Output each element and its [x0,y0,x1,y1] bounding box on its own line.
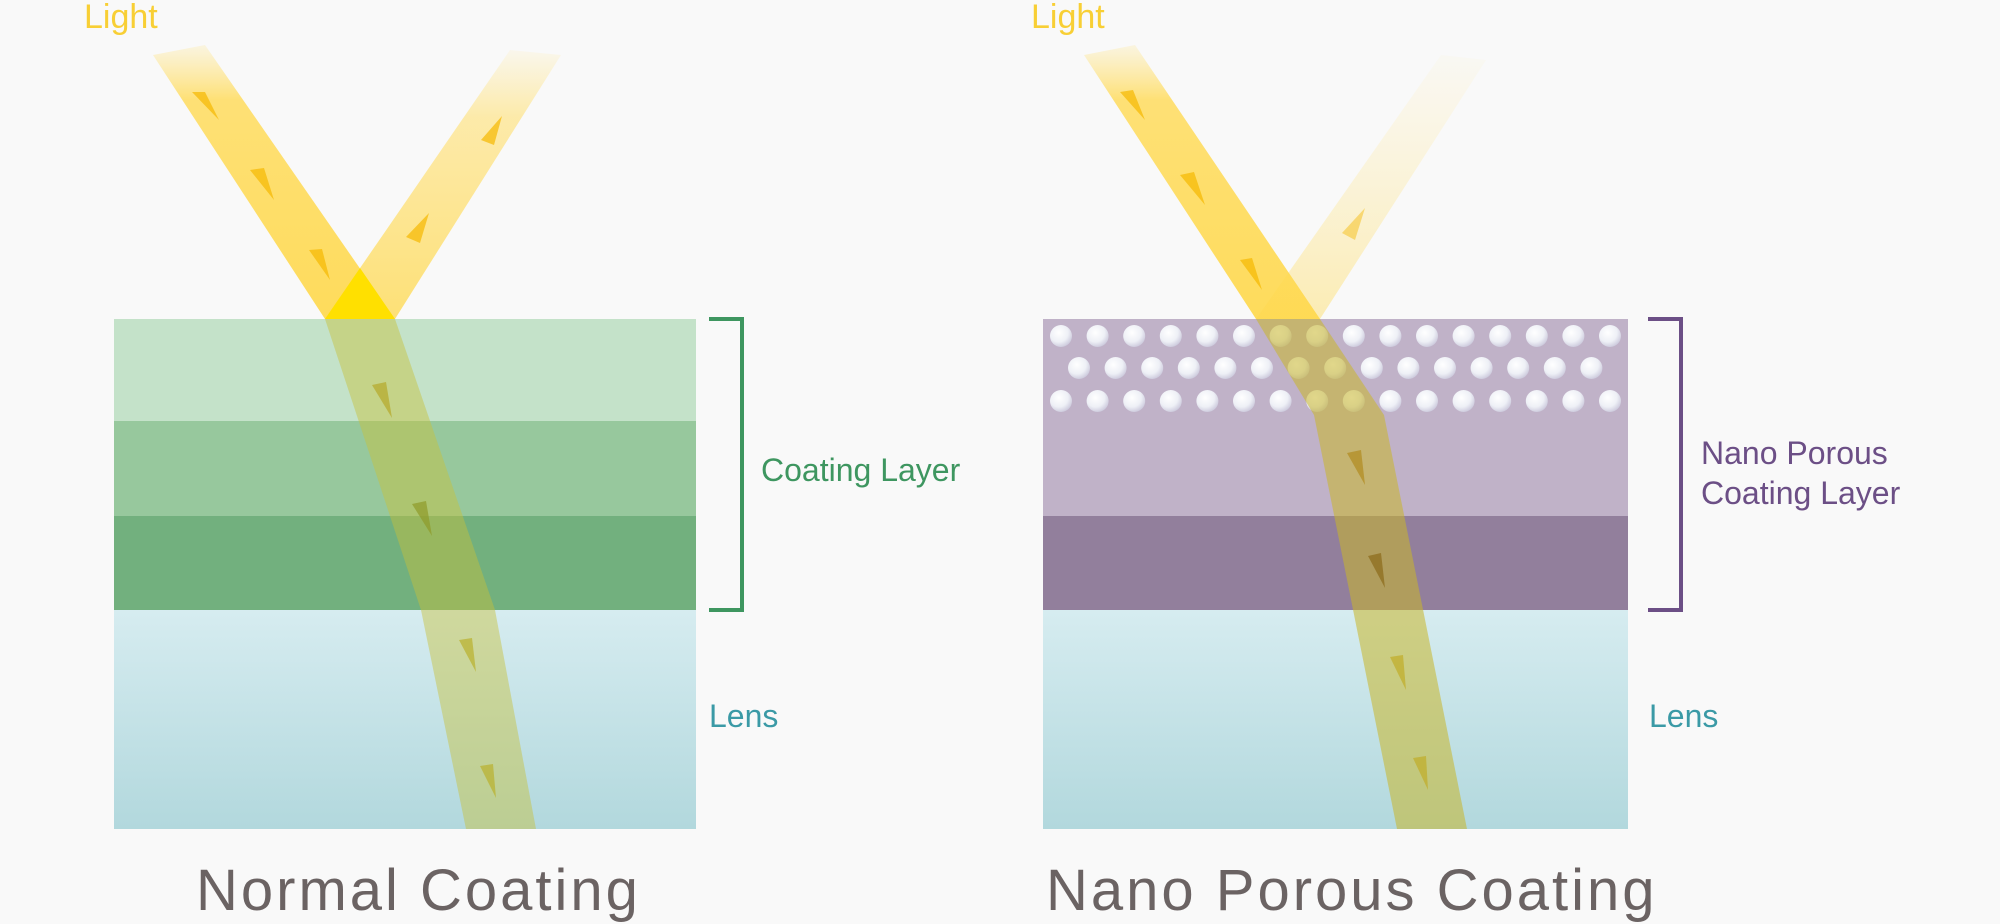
nano-pore [1251,357,1273,379]
coating-band-3 [114,516,696,610]
incidence-point [325,268,395,319]
nano-pore [1416,390,1438,412]
nano-pore [1214,357,1237,379]
nano-pore [1342,325,1365,347]
nano-pore [1525,390,1548,412]
nano-porous-coating-diagram [1043,45,1683,829]
nano-pore [1233,390,1255,412]
nano-coating-label-line1: Nano Porous [1701,435,1888,471]
nano-pore [1379,390,1402,412]
coating-band-1 [114,319,696,421]
incident-beam [1084,45,1320,319]
reflected-beam [325,50,561,319]
coating-bracket [709,317,744,612]
lens-label: Lens [1649,698,1719,734]
nano-pore [1068,357,1090,379]
nano-pore [1580,357,1603,379]
nano-pore [1525,325,1548,347]
nano-pore [1507,357,1530,379]
lens-block [1043,610,1628,829]
light-label: Light [1031,0,1105,36]
normal-coating-title: Normal Coating [196,858,641,923]
nano-pore [1452,390,1475,412]
nano-pore [1159,325,1182,347]
nano-pore [1452,325,1475,347]
nano-pore [1233,325,1255,347]
nano-pore [1470,357,1493,379]
arrow-icons [192,92,502,798]
nano-pore [1196,325,1219,347]
refracted-beam [325,319,536,829]
nano-pore [1599,325,1621,347]
lens-block [114,610,696,829]
nano-pore [1104,357,1127,379]
nano-pore [1050,390,1072,412]
nano-pore [1086,390,1109,412]
nano-pore [1416,325,1438,347]
nano-pore [1159,390,1182,412]
nano-pore [1177,357,1200,379]
nano-pore [1196,390,1219,412]
nano-pore [1050,325,1072,347]
refracted-beam [1256,319,1467,829]
arrow-icons [1120,90,1428,790]
nano-pore [1379,325,1402,347]
nano-pore [1489,390,1512,412]
coating-band-2 [114,421,696,516]
nano-pore [1360,357,1383,379]
light-label: Light [84,0,158,36]
nano-coating-label-line2: Coating Layer [1701,475,1901,511]
nano-pore [1562,390,1585,412]
nano-pore [1086,325,1109,347]
nano-pore [1397,357,1420,379]
nano-pore [1269,390,1292,412]
nano-pore [1543,357,1566,379]
normal-coating-diagram [114,45,744,829]
coating-bracket [1648,317,1683,612]
nano-pore [1599,390,1621,412]
reflected-beam [1256,55,1486,319]
nano-porous-coating-title: Nano Porous Coating [1046,858,1658,923]
nano-pore [1141,357,1164,379]
coating-layer-label: Coating Layer [761,452,961,488]
nano-pore [1123,325,1146,347]
nano-coating-layer-label: Nano Porous Coating Layer [1701,433,1900,513]
nano-pore [1123,390,1146,412]
nano-pore [1489,325,1512,347]
nano-pore [1562,325,1585,347]
nano-pore [1434,357,1456,379]
dense-band [1043,516,1628,610]
lens-label: Lens [709,698,779,734]
